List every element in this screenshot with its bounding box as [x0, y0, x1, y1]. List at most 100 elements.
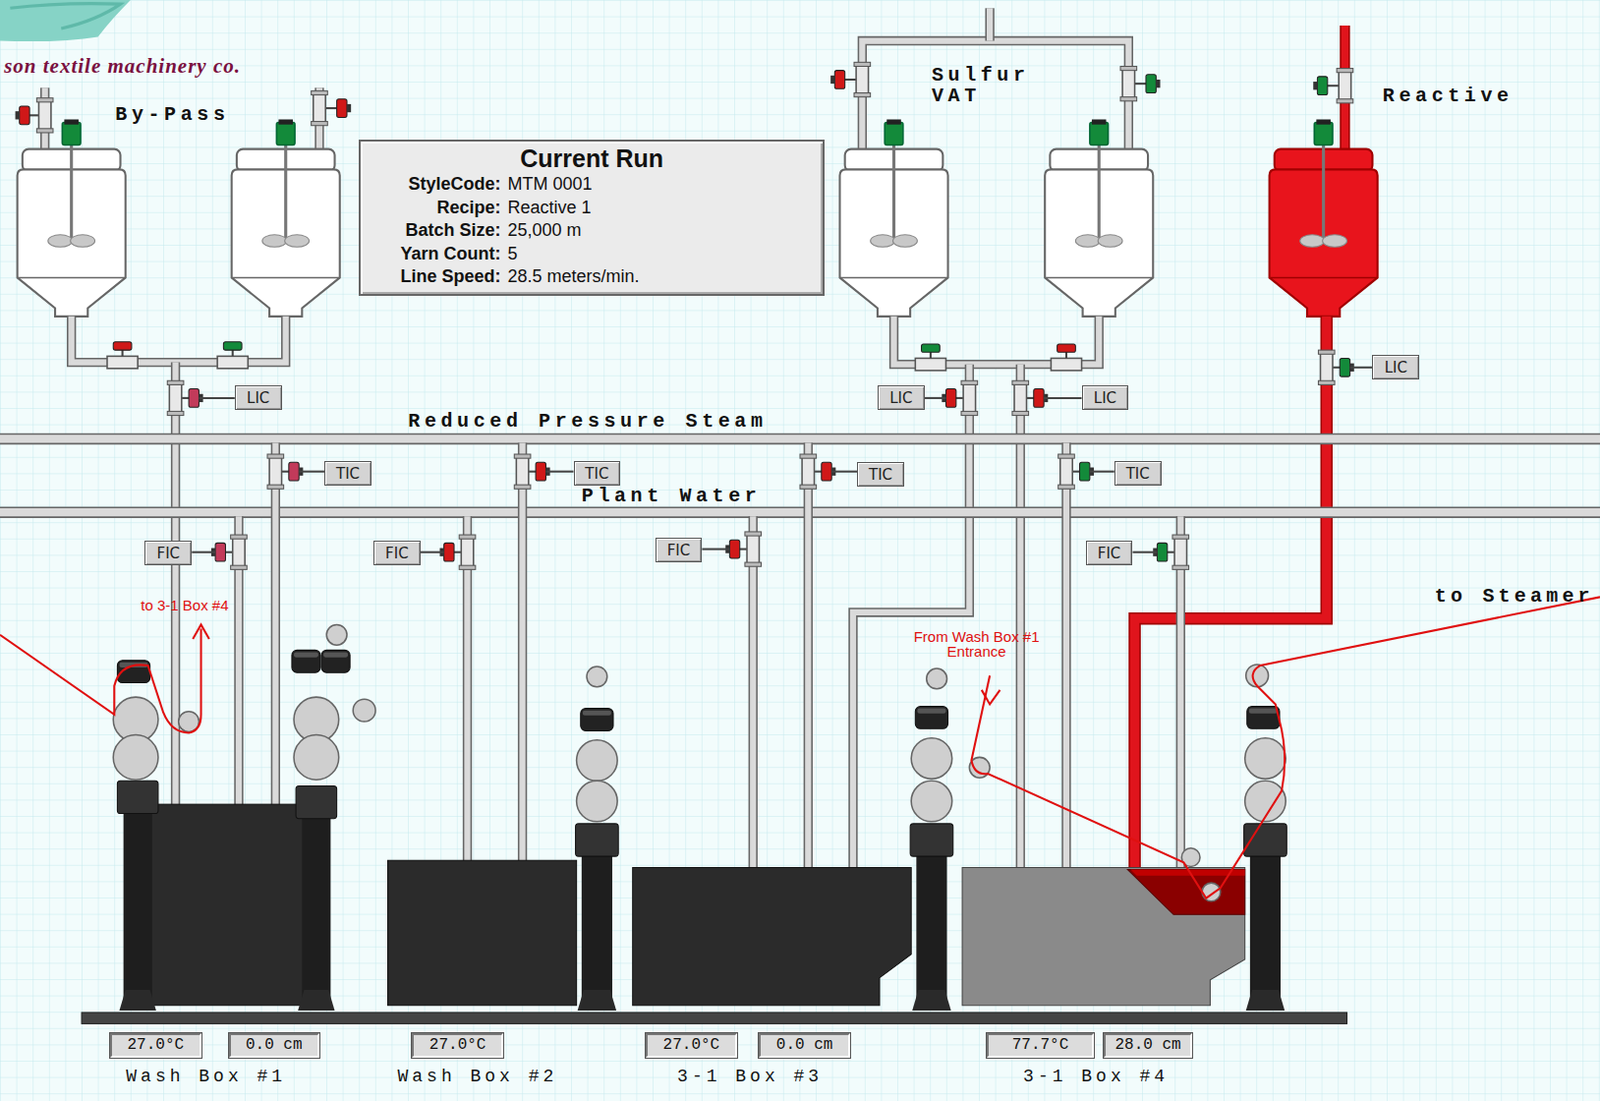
readout-box: 0.0 cm: [228, 1032, 320, 1058]
valve-flange: [311, 121, 329, 126]
header-label: Reduced Pressure Steam: [407, 410, 767, 432]
roller: [1245, 738, 1287, 780]
nip-roller-cap: [291, 649, 321, 673]
signal-lead: [701, 548, 730, 551]
signal-lead: [545, 470, 573, 473]
valve-body: [460, 536, 473, 568]
valve-flange: [458, 534, 476, 539]
valve-body: [107, 355, 138, 368]
valve-handle: [1033, 389, 1044, 408]
pipe: [518, 443, 525, 863]
valve-flange: [1012, 410, 1029, 415]
valve-flange: [744, 531, 762, 536]
pipe-outline: [894, 316, 1100, 365]
pipe-outline: [803, 443, 813, 870]
readout-box: 77.7°C: [986, 1032, 1094, 1058]
controller-tag: LIC: [234, 385, 283, 410]
roller: [576, 740, 619, 782]
valve-handle: [821, 461, 832, 481]
controller-tag: TIC: [324, 460, 372, 486]
valve-flange: [230, 565, 248, 570]
flow-note: to 3-1 Box #4: [140, 597, 229, 614]
tank-group-label: Reactive: [1382, 85, 1514, 107]
header-label: Plant Water: [581, 485, 762, 507]
agitator-blade: [262, 234, 287, 247]
valve-flange: [1172, 565, 1190, 570]
tank-seam: [1269, 277, 1378, 280]
controller-label: TIC: [1126, 464, 1150, 483]
valve-handle: [113, 342, 132, 350]
valve-cap: [15, 111, 20, 119]
fabric-arrow: [192, 624, 210, 639]
roller: [576, 780, 619, 822]
pillar-foot: [297, 989, 335, 1011]
valve-handle: [1339, 357, 1350, 377]
valve-body: [1320, 351, 1333, 383]
illustration-group: [0, 0, 1600, 1024]
box-name: 3-1 Box #3: [677, 1067, 823, 1086]
run-info-panel: Current RunStyleCode:MTM 0001Recipe:Reac…: [358, 139, 824, 296]
readout-box: 28.0 cm: [1103, 1032, 1192, 1058]
signal-lead: [1043, 397, 1082, 400]
readout-box: 27.0°C: [110, 1032, 201, 1058]
motor-cap: [63, 118, 79, 124]
valve-flange: [36, 128, 54, 133]
box-4-tank: [962, 867, 1246, 1006]
controller-tag: LIC: [1082, 385, 1130, 410]
valve-cap: [1155, 79, 1160, 88]
pipe-outline: [984, 7, 994, 41]
pillar-post: [301, 814, 331, 1006]
roller: [926, 668, 948, 689]
agitator-shaft: [1097, 142, 1101, 241]
controller-label: FIC: [157, 544, 181, 563]
pipe-outline: [517, 443, 527, 863]
roller: [586, 666, 608, 687]
valve-handle: [188, 389, 199, 408]
valve-flange: [311, 90, 329, 95]
signal-lead: [1132, 551, 1157, 554]
readout-value: 27.0°C: [127, 1035, 185, 1054]
agitator-blade: [870, 234, 896, 247]
motor-cap: [1315, 118, 1331, 124]
pipe-outline: [71, 316, 286, 363]
pipe-outline: [0, 507, 1600, 518]
controller-label: LIC: [1384, 358, 1408, 377]
controller-label: FIC: [667, 541, 691, 560]
controller-label: TIC: [584, 464, 609, 483]
valve-flange: [1336, 68, 1354, 73]
signal-lead: [298, 470, 325, 473]
valve-flange: [36, 98, 54, 103]
controller-tag: LIC: [877, 385, 925, 410]
valve-flange: [1058, 484, 1076, 489]
valve-flange: [514, 454, 531, 458]
agitator-shaft: [69, 142, 73, 241]
pillar-cap: [116, 780, 159, 813]
valve-body: [313, 92, 326, 123]
valve-flange: [1120, 97, 1138, 102]
controller-label: TIC: [868, 465, 893, 484]
tank-seam: [231, 277, 341, 280]
fabric-path: [0, 628, 202, 734]
pillar-post: [1250, 852, 1281, 1006]
agitator-blade: [285, 234, 310, 247]
valve-body: [1060, 456, 1073, 487]
base-rail: [81, 1012, 1347, 1024]
valve-handle: [215, 542, 226, 562]
pipe: [861, 41, 1129, 154]
agitator-motor: [1089, 122, 1109, 146]
pipe-outline: [748, 515, 758, 869]
company-name: son textile machinery co.: [3, 55, 241, 77]
field-name: Yarn Count:: [368, 242, 501, 267]
controller-tag: FIC: [1085, 540, 1134, 566]
valve-handle: [1156, 542, 1167, 562]
agitator-blade: [1322, 234, 1348, 247]
nip-highlight: [582, 710, 612, 716]
valve-flange: [230, 534, 248, 539]
pillar-post: [915, 852, 947, 1006]
readout-box: 27.0°C: [645, 1032, 737, 1058]
agitator-shaft: [1321, 142, 1325, 241]
box-name: Wash Box #2: [397, 1067, 558, 1086]
motor-cap: [886, 118, 902, 124]
signal-lead: [1350, 366, 1373, 369]
valve-body: [217, 355, 248, 368]
